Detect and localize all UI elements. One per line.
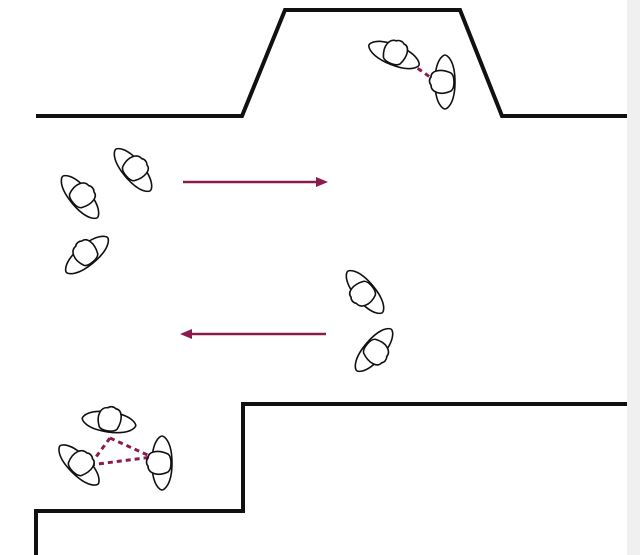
person-icon xyxy=(334,264,391,324)
person-icon xyxy=(80,402,139,437)
person-icon xyxy=(348,322,405,382)
person-icon xyxy=(364,29,426,76)
upper-wall-with-alcove xyxy=(36,8,628,118)
walking-group-left xyxy=(54,138,164,281)
group-link xyxy=(402,56,438,84)
group-link xyxy=(89,455,153,467)
person-icon xyxy=(55,224,115,281)
person-icon xyxy=(145,435,173,491)
lower-stepped-wall xyxy=(34,402,628,555)
vertical-scrollbar[interactable] xyxy=(627,0,640,555)
person-icon xyxy=(107,138,164,198)
person-icon xyxy=(428,54,456,110)
person-icon xyxy=(54,165,111,225)
standing-triad xyxy=(52,402,173,492)
alcove-pair xyxy=(364,29,456,110)
walking-pair-right xyxy=(334,264,405,382)
group-link xyxy=(109,436,153,459)
